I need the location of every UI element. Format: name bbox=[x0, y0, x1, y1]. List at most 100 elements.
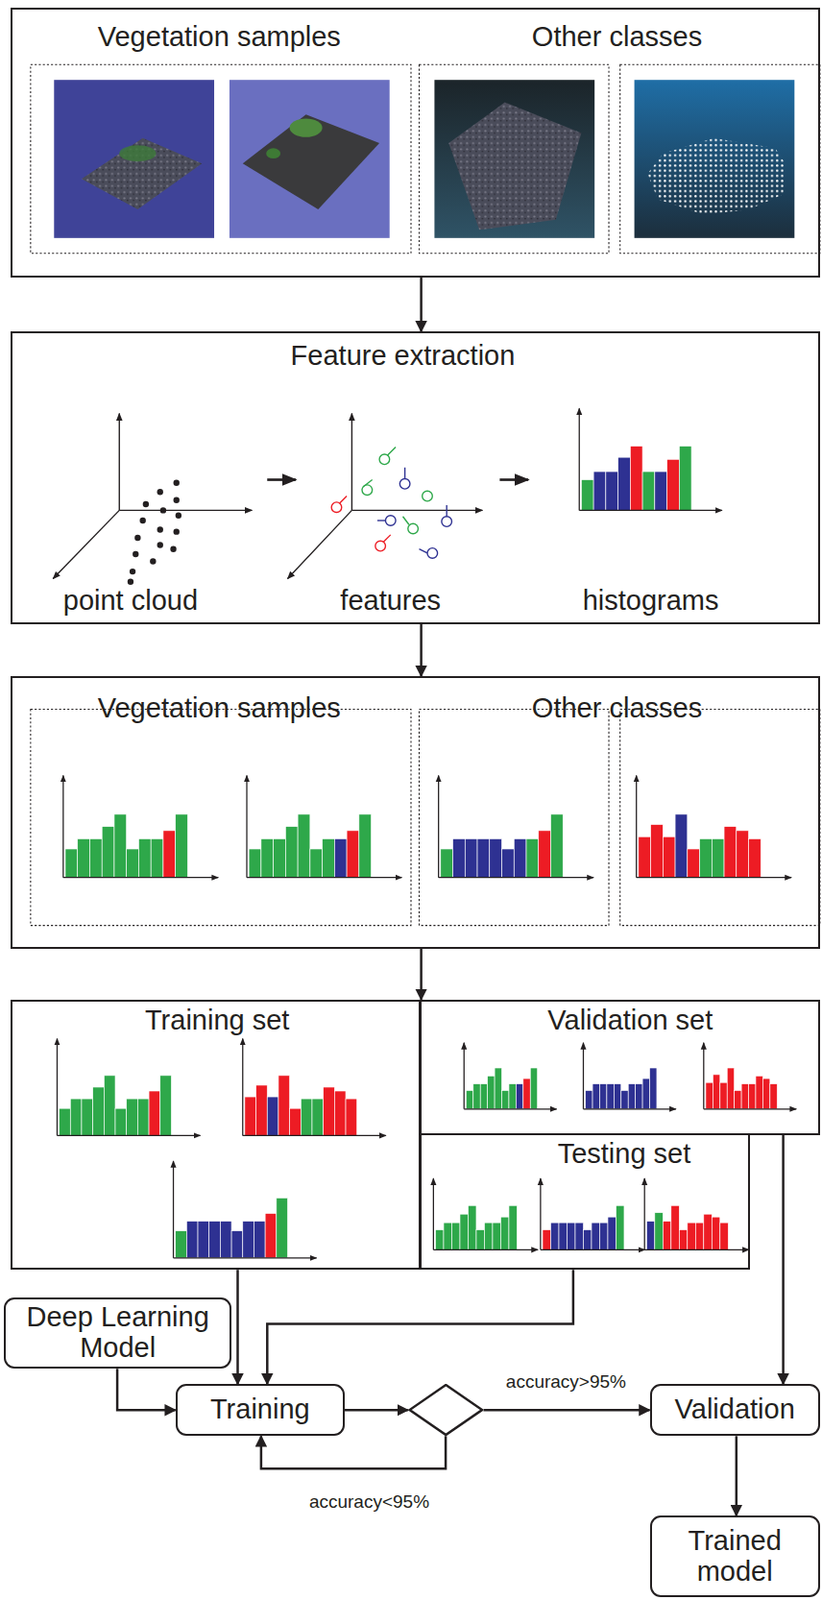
axis bbox=[635, 775, 637, 878]
histogram-bar bbox=[477, 838, 490, 877]
axis bbox=[463, 1108, 557, 1110]
histogram-bar bbox=[483, 1222, 492, 1250]
histogram-bar bbox=[542, 1230, 551, 1251]
axis bbox=[540, 1249, 646, 1251]
histogram-bar bbox=[662, 1221, 671, 1251]
histogram-bar bbox=[150, 838, 164, 877]
histogram-bar bbox=[65, 848, 78, 878]
histogram-bar bbox=[566, 1222, 575, 1250]
axis bbox=[539, 1178, 541, 1250]
diamond-shape bbox=[408, 1383, 484, 1436]
heading-text: features bbox=[339, 585, 441, 617]
histogram-bar bbox=[77, 838, 91, 877]
histogram-bar bbox=[502, 1089, 509, 1109]
histogram-bar bbox=[749, 1084, 756, 1110]
axis bbox=[63, 876, 218, 878]
samples-panel: Vegetation samples Other classes bbox=[10, 7, 821, 277]
heading-text: Other classes bbox=[531, 693, 702, 725]
histogram-bar bbox=[628, 1084, 635, 1110]
histogram-bar bbox=[323, 1087, 336, 1136]
histogram-panel: Vegetation samples Other classes bbox=[10, 676, 821, 949]
histogram-bar bbox=[459, 1213, 468, 1250]
histogram-bar bbox=[467, 1205, 476, 1250]
box-text: Deep Learning Model bbox=[11, 1302, 224, 1364]
set-box: Validation set bbox=[418, 999, 820, 1136]
edge-label: accuracy>95% bbox=[503, 1371, 629, 1393]
histogram-bar bbox=[101, 826, 115, 878]
axis bbox=[246, 876, 402, 878]
histogram-bar bbox=[621, 1089, 629, 1109]
axis bbox=[703, 1108, 797, 1110]
histogram-bar bbox=[197, 1221, 210, 1258]
histogram-bar bbox=[276, 1197, 289, 1258]
histogram-bar bbox=[285, 826, 298, 878]
histogram-bar bbox=[138, 838, 151, 877]
axis bbox=[636, 876, 792, 878]
histogram-bar bbox=[615, 1205, 624, 1250]
feature-vectors bbox=[331, 447, 452, 559]
histogram-bar bbox=[749, 838, 762, 877]
histogram-bar bbox=[599, 1222, 607, 1250]
histogram-bar bbox=[480, 1084, 487, 1110]
histogram-bar bbox=[508, 1084, 516, 1110]
histogram-bar bbox=[300, 1098, 313, 1136]
histogram-bar bbox=[705, 1082, 713, 1110]
connector bbox=[419, 624, 423, 677]
histogram-bar bbox=[607, 1216, 616, 1250]
decision-diamond bbox=[408, 1383, 484, 1436]
histograms bbox=[56, 408, 797, 1258]
histogram-bar bbox=[435, 1230, 443, 1251]
histogram-bar bbox=[642, 471, 655, 510]
heading-text: Validation set bbox=[547, 1005, 713, 1037]
connector bbox=[735, 1435, 739, 1516]
heading-text: Other classes bbox=[531, 22, 702, 53]
histogram-bar bbox=[261, 838, 274, 877]
histogram-bar bbox=[711, 838, 725, 877]
axis bbox=[582, 1042, 584, 1110]
histogram-bar bbox=[160, 1075, 172, 1137]
histogram-bar bbox=[81, 1098, 94, 1136]
axes bbox=[52, 412, 529, 579]
histogram-bar bbox=[550, 814, 563, 878]
histogram-bar bbox=[266, 1096, 279, 1136]
histogram-bar bbox=[651, 823, 664, 877]
axis bbox=[242, 1135, 387, 1137]
axis bbox=[582, 1108, 676, 1110]
histogram-bar bbox=[687, 1222, 696, 1250]
axis bbox=[62, 775, 64, 878]
histogram-bar bbox=[345, 1098, 358, 1136]
axis bbox=[644, 1178, 646, 1250]
axis bbox=[172, 1160, 174, 1258]
histogram-bar bbox=[451, 1222, 460, 1250]
histogram-bar bbox=[662, 836, 676, 877]
histogram-bar bbox=[575, 1222, 583, 1250]
connector bbox=[236, 1269, 240, 1384]
histogram-bar bbox=[115, 1108, 127, 1136]
histogram-bar bbox=[334, 1090, 346, 1136]
histogram-bar bbox=[209, 1221, 221, 1258]
heading-text: Vegetation samples bbox=[97, 693, 341, 725]
histogram-bar bbox=[515, 1084, 523, 1110]
heading-text: Training set bbox=[145, 1005, 290, 1037]
heading-text: Feature extraction bbox=[290, 340, 516, 372]
histogram-bar bbox=[453, 838, 466, 877]
histogram-bar bbox=[606, 1084, 614, 1110]
histogram-bar bbox=[508, 1205, 517, 1250]
heading-text: histograms bbox=[582, 585, 720, 617]
connector bbox=[419, 277, 423, 332]
heading-text: Vegetation samples bbox=[97, 22, 341, 53]
histogram-bar bbox=[770, 1084, 777, 1110]
histogram-bar bbox=[593, 471, 606, 510]
histogram-bar bbox=[530, 1067, 537, 1110]
process-box: Training bbox=[175, 1383, 345, 1436]
histogram-bar bbox=[654, 1212, 663, 1251]
connector bbox=[781, 1135, 785, 1384]
histogram-bar bbox=[346, 830, 360, 878]
histogram-bar bbox=[613, 1084, 621, 1110]
connector bbox=[261, 1435, 446, 1469]
histogram-bar bbox=[703, 1213, 712, 1250]
histogram-bar bbox=[256, 1085, 268, 1136]
histogram-bar bbox=[89, 838, 102, 877]
connector bbox=[266, 1269, 574, 1384]
heading-text: Testing set bbox=[557, 1138, 692, 1170]
